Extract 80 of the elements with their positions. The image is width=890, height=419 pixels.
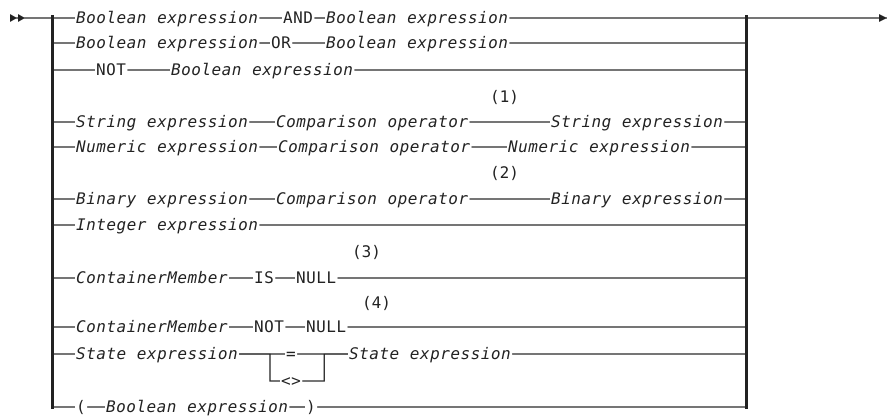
syntax-variable: Boolean expression xyxy=(75,34,260,52)
track-line xyxy=(229,277,253,279)
track-line xyxy=(724,198,745,200)
track-line xyxy=(259,224,745,226)
track-line xyxy=(724,121,745,123)
syntax-variable: Boolean expression xyxy=(75,9,260,27)
syntax-variable: Numeric expression xyxy=(75,138,260,156)
syntax-variable: Binary expression xyxy=(550,190,724,208)
track-line xyxy=(54,277,75,279)
track-line xyxy=(229,326,253,328)
footnote-number: (2) xyxy=(490,164,519,182)
track-line xyxy=(314,17,325,19)
syntax-keyword: AND xyxy=(282,9,314,27)
track-line xyxy=(54,69,95,71)
track-line xyxy=(512,353,745,355)
track-line xyxy=(54,326,75,328)
syntax-variable: State expression xyxy=(348,345,512,363)
track-line xyxy=(249,198,275,200)
track-line xyxy=(348,326,745,328)
syntax-keyword: IS xyxy=(253,269,276,287)
syntax-keyword: ( xyxy=(75,398,88,416)
syntax-variable: ContainerMember xyxy=(75,318,229,336)
track-line xyxy=(239,353,280,382)
track-line xyxy=(54,198,75,200)
track-line xyxy=(354,69,745,71)
syntax-keyword: NULL xyxy=(295,269,338,287)
track-line xyxy=(87,406,105,408)
start-line xyxy=(10,14,51,22)
track-line xyxy=(259,17,282,19)
track-line xyxy=(249,121,275,123)
syntax-keyword: = xyxy=(285,345,298,363)
exit-arrow xyxy=(748,14,887,22)
syntax-keyword: <> xyxy=(280,372,302,390)
syntax-variable: Integer expression xyxy=(75,216,260,234)
track-line xyxy=(285,326,305,328)
syntax-keyword: ) xyxy=(305,398,318,416)
syntax-variable: Comparison operator xyxy=(277,138,472,156)
syntax-variable: Comparison operator xyxy=(275,190,470,208)
track-line xyxy=(317,406,745,408)
syntax-variable: Comparison operator xyxy=(275,113,470,131)
track-line xyxy=(127,69,170,71)
track-line xyxy=(54,42,75,44)
syntax-keyword: OR xyxy=(270,34,292,52)
syntax-variable: String expression xyxy=(75,113,250,131)
footnote-number: (3) xyxy=(352,243,381,261)
track-line xyxy=(259,42,270,44)
vertical-rail xyxy=(51,15,54,409)
track-line xyxy=(54,406,75,408)
track-line xyxy=(470,121,550,123)
syntax-variable: Boolean expression xyxy=(325,9,510,27)
track-line xyxy=(54,121,75,123)
syntax-variable: ContainerMember xyxy=(75,269,229,287)
syntax-keyword: NOT xyxy=(95,61,128,79)
track-line xyxy=(275,277,295,279)
track-line xyxy=(54,17,75,19)
syntax-variable: Boolean expression xyxy=(105,398,290,416)
track-line xyxy=(691,146,745,148)
syntax-variable: Boolean expression xyxy=(170,61,354,79)
syntax-variable: State expression xyxy=(75,345,240,363)
track-line xyxy=(259,146,277,148)
syntax-variable: Boolean expression xyxy=(325,34,510,52)
track-line xyxy=(54,353,75,355)
track-line xyxy=(54,146,75,148)
track-line xyxy=(302,353,348,382)
track-line xyxy=(292,42,325,44)
vertical-rail xyxy=(745,15,748,409)
syntax-variable: Numeric expression xyxy=(507,138,692,156)
footnote-number: (1) xyxy=(490,88,519,106)
syntax-keyword: NULL xyxy=(305,318,348,336)
track-line xyxy=(54,224,75,226)
track-line xyxy=(289,406,305,408)
track-line xyxy=(509,17,745,19)
syntax-variable: String expression xyxy=(550,113,724,131)
track-line xyxy=(509,42,745,44)
track-line xyxy=(472,146,507,148)
syntax-variable: Binary expression xyxy=(75,190,250,208)
footnote-number: (4) xyxy=(362,294,391,312)
syntax-keyword: NOT xyxy=(253,318,286,336)
track-line xyxy=(470,198,550,200)
track-line xyxy=(338,277,745,279)
